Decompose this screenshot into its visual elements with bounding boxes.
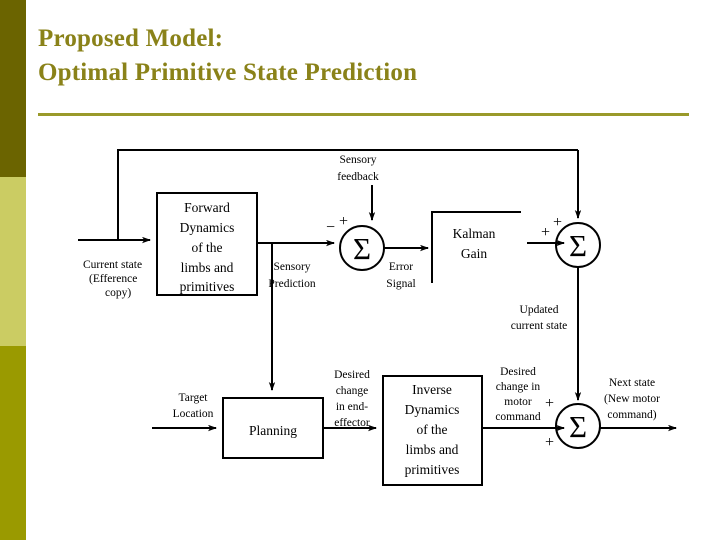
- slide-title: Proposed Model: Optimal Primitive State …: [38, 22, 688, 90]
- label-current-state-line1: Current state: [83, 259, 142, 271]
- label-sensory-prediction-line2: Prediction: [268, 278, 316, 290]
- block-inverse-dynamics-line2: Dynamics: [405, 402, 460, 417]
- block-forward-dynamics-line2: Dynamics: [180, 220, 235, 235]
- label-updated-current-state-line1: Updated: [520, 304, 559, 316]
- label-target-location-line2: Location: [173, 408, 214, 420]
- sum-junction-motor-command: [555, 403, 601, 449]
- block-kalman-gain-frame: [431, 211, 521, 283]
- block-inverse-dynamics-line5: primitives: [405, 462, 460, 477]
- block-forward-dynamics-line4: limbs and: [181, 260, 234, 275]
- label-desired-endeffector-line2: change: [336, 385, 369, 397]
- wire-efference-feedback: [117, 149, 578, 240]
- label-desired-motor-line3: motor: [504, 396, 532, 408]
- label-desired-endeffector-line1: Desired: [334, 369, 370, 381]
- label-next-state-line2: (New motor: [604, 393, 660, 405]
- sidebar-accent-bottom: [0, 346, 26, 540]
- label-desired-motor-line1: Desired: [500, 366, 536, 378]
- title-line-2: Optimal Primitive State Prediction: [38, 59, 418, 86]
- block-kalman-gain-line2: Gain: [461, 246, 487, 261]
- sigma-glyph-sum1: Σ: [353, 231, 371, 266]
- label-desired-motor-line2: change in: [496, 381, 541, 393]
- label-sensory-feedback-line1: Sensory: [339, 154, 376, 166]
- block-forward-dynamics-line5: primitives: [180, 279, 235, 294]
- sigma-glyph-sum3: Σ: [569, 409, 587, 444]
- block-inverse-dynamics-line3: of the: [416, 422, 447, 437]
- title-line-1: Proposed Model:: [38, 25, 224, 52]
- label-desired-endeffector-line4: effector: [334, 417, 370, 429]
- sign-plus-sum3-bottom: +: [545, 434, 554, 451]
- label-updated-current-state-line2: current state: [511, 320, 568, 332]
- label-sensory-feedback-line2: feedback: [337, 171, 379, 183]
- block-inverse-dynamics-line1: Inverse: [412, 382, 452, 397]
- block-forward-dynamics-line1: Forward: [184, 200, 230, 215]
- sidebar-accent-top: [0, 0, 26, 177]
- label-error-signal-line1: Error: [389, 261, 413, 273]
- label-desired-endeffector-line3: in end-: [336, 401, 368, 413]
- sign-plus-sum2-top: +: [553, 214, 562, 231]
- label-current-state-line2: (Efference: [89, 273, 137, 285]
- sidebar-accent-middle: [0, 177, 26, 346]
- block-forward-dynamics-line3: of the: [191, 240, 222, 255]
- block-kalman-gain-line1: Kalman: [453, 226, 496, 241]
- sign-plus-sum2-left: +: [541, 224, 550, 241]
- label-sensory-prediction-line1: Sensory: [273, 261, 310, 273]
- sign-plus-sum1: +: [339, 213, 348, 230]
- block-inverse-dynamics: [382, 375, 483, 486]
- sign-plus-sum3-top: +: [545, 395, 554, 412]
- label-desired-motor-line4: command: [495, 411, 541, 423]
- label-next-state-line3: command): [607, 409, 656, 421]
- block-planning-label: Planning: [249, 423, 297, 438]
- sign-minus-sum1: −: [326, 219, 335, 236]
- label-current-state-line3: copy): [105, 287, 131, 299]
- label-next-state-line1: Next state: [609, 377, 655, 389]
- label-target-location-line1: Target: [179, 392, 209, 404]
- block-inverse-dynamics-line4: limbs and: [406, 442, 459, 457]
- title-underline-rule: [38, 113, 689, 116]
- label-error-signal-line2: Signal: [386, 278, 415, 290]
- sigma-glyph-sum2: Σ: [569, 228, 587, 263]
